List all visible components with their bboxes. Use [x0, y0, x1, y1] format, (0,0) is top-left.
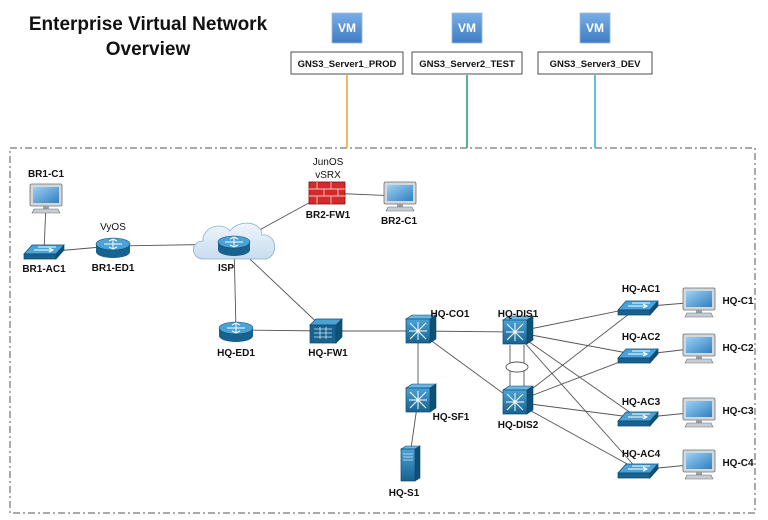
node-label: BR1-AC1: [22, 264, 66, 275]
node-label: ISP: [218, 263, 234, 274]
node-label: HQ-AC3: [622, 397, 661, 408]
switch-icon: [23, 244, 65, 260]
switch-icon: [617, 300, 659, 316]
node-label: HQ-C1: [722, 296, 754, 307]
dis-port-channel: [505, 345, 529, 390]
node-hq-dis1[interactable]: [502, 315, 534, 345]
vm-label: VM: [338, 21, 356, 35]
node-hq-fw1[interactable]: [309, 318, 343, 344]
server-name-box: [537, 51, 653, 75]
asa-firewall-icon: [309, 318, 343, 344]
node-hq-ac4[interactable]: [617, 463, 659, 479]
server-box-2[interactable]: VM GNS3_Server2_TEST: [411, 12, 523, 75]
node-sublabel: JunOS: [313, 157, 344, 168]
router-icon: [218, 321, 254, 342]
node-label: HQ-C4: [722, 458, 754, 469]
server-name: GNS3_Server2_TEST: [419, 59, 515, 70]
server-name-box: [290, 51, 404, 75]
node-br1-ed1[interactable]: [95, 237, 131, 258]
node-label: HQ-AC1: [622, 284, 661, 295]
node-label: HQ-C3: [722, 406, 754, 417]
server-name: GNS3_Server3_DEV: [550, 59, 641, 70]
node-label: HQ-S1: [389, 488, 420, 499]
switch-icon: [617, 411, 659, 427]
l3-switch-icon: [405, 314, 437, 344]
link-hq_dis1-hq_ac2: [514, 331, 639, 356]
node-label: HQ-SF1: [433, 412, 470, 423]
node-br1-ac1[interactable]: [23, 244, 65, 260]
pc-icon: [383, 181, 417, 212]
link-hq_dis2-hq_ac1: [514, 306, 639, 403]
pc-icon: [682, 287, 716, 318]
vm-label: VM: [458, 21, 476, 35]
vm-icon: [331, 12, 363, 44]
server-name: GNS3_Server1_PROD: [298, 59, 397, 70]
router-icon: [95, 237, 131, 258]
pc-icon: [682, 397, 716, 428]
link-hq_co1-hq_dis2: [417, 330, 516, 403]
node-hq-sf1[interactable]: [405, 383, 437, 413]
node-br1-c1[interactable]: [29, 183, 63, 214]
pc-icon: [29, 183, 63, 214]
link-hq_dis1-hq_ac3: [514, 331, 639, 419]
l3-switch-icon: [502, 315, 534, 345]
node-hq-c1[interactable]: [682, 287, 716, 318]
link-hq_dis2-hq_ac2: [514, 354, 639, 403]
server-icon: [399, 445, 422, 482]
server-name-box: [411, 51, 523, 75]
link-hq_dis2-hq_ac3: [514, 401, 639, 419]
links-layer: [43, 192, 700, 471]
node-isp[interactable]: [192, 222, 275, 260]
node-hq-ed1[interactable]: [218, 321, 254, 342]
vm-label: VM: [586, 21, 604, 35]
node-hq-s1[interactable]: [399, 445, 422, 482]
pc-icon: [682, 449, 716, 480]
node-br2-c1[interactable]: [383, 181, 417, 212]
node-hq-c2[interactable]: [682, 333, 716, 364]
link-hq_dis1-hq_ac1: [514, 306, 639, 333]
node-label: BR1-C1: [28, 169, 65, 180]
diagram-title-line2: Overview: [105, 39, 191, 60]
vm-icon: [451, 12, 483, 44]
router-icon: [217, 235, 251, 256]
server-box-1[interactable]: VM GNS3_Server1_PROD: [290, 12, 404, 75]
switch-icon: [617, 463, 659, 479]
node-hq-ac2[interactable]: [617, 348, 659, 364]
node-hq-dis2[interactable]: [502, 385, 534, 415]
node-br2-fw1[interactable]: [308, 181, 346, 205]
diagram-title-line1: Enterprise Virtual Network: [28, 14, 268, 35]
pc-icon: [682, 333, 716, 364]
node-label: BR2-FW1: [306, 210, 351, 221]
link-hq_dis2-hq_ac4: [514, 401, 639, 471]
node-label: HQ-AC4: [622, 449, 661, 460]
node-label: BR1-ED1: [92, 263, 135, 274]
node-sublabel: vSRX: [315, 170, 341, 181]
node-sublabel: VyOS: [100, 222, 126, 233]
server-box-3[interactable]: VM GNS3_Server3_DEV: [537, 12, 653, 75]
firewall-icon: [308, 181, 346, 205]
node-label: HQ-CO1: [431, 309, 470, 320]
l3-switch-icon: [405, 383, 437, 413]
node-label: HQ-FW1: [308, 348, 348, 359]
node-hq-ac3[interactable]: [617, 411, 659, 427]
node-label: BR2-C1: [381, 216, 418, 227]
node-hq-co1[interactable]: [405, 314, 437, 344]
switch-icon: [617, 348, 659, 364]
l3-switch-icon: [502, 385, 534, 415]
node-hq-c3[interactable]: [682, 397, 716, 428]
node-label: HQ-DIS1: [498, 309, 539, 320]
vm-icon: [579, 12, 611, 44]
node-hq-ac1[interactable]: [617, 300, 659, 316]
link-hq_dis1-hq_ac4: [514, 331, 639, 471]
node-label: HQ-AC2: [622, 332, 661, 343]
node-label: HQ-ED1: [217, 348, 255, 359]
node-hq-c4[interactable]: [682, 449, 716, 480]
diagram-title: Enterprise Virtual Network Overview: [8, 12, 288, 62]
node-label: HQ-DIS2: [498, 420, 539, 431]
node-label: HQ-C2: [722, 343, 754, 354]
